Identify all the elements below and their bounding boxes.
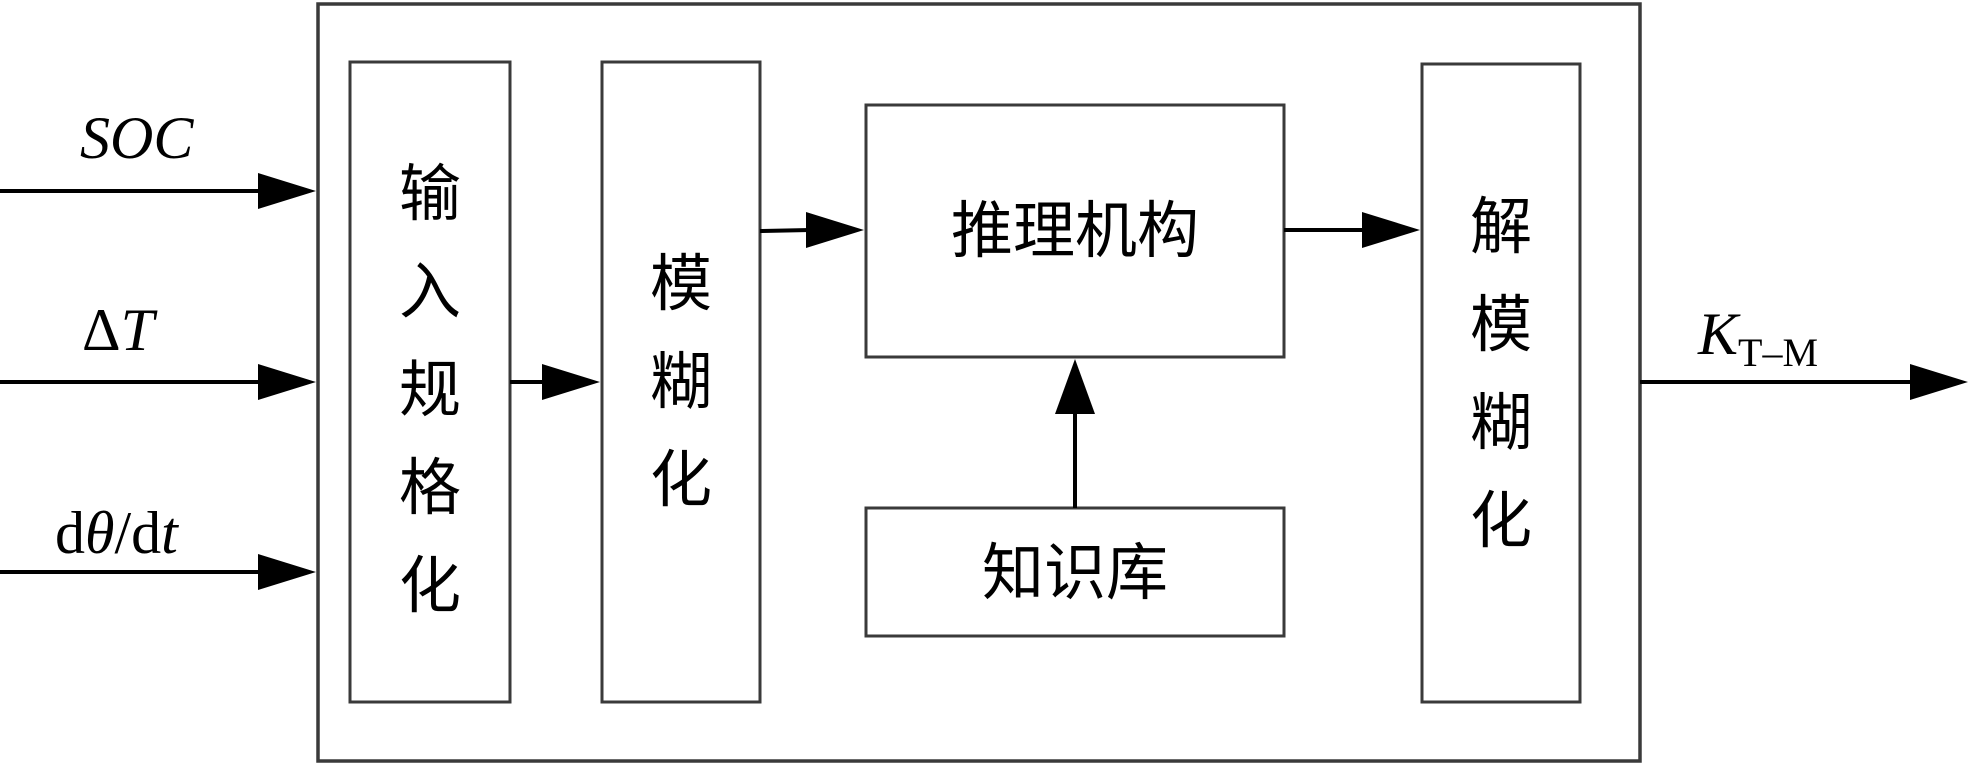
defuzzify-block (1420, 62, 1582, 704)
normalize-label: 输 入 规 格 化 (399, 157, 461, 622)
inference-label: 推理机构 (951, 194, 1199, 267)
svg-text:模: 模 (650, 247, 712, 320)
knowledge-block (864, 506, 1286, 638)
svg-text:化: 化 (399, 549, 461, 622)
svg-text:格: 格 (399, 451, 461, 524)
normalize-block (348, 60, 512, 704)
svg-text:解: 解 (1470, 190, 1532, 263)
knowledge-label: 知识库 (982, 536, 1168, 609)
svg-text:糊: 糊 (1470, 386, 1532, 459)
fuzzify-block (600, 60, 762, 704)
arrow-normalize-to-fuzzify (510, 364, 600, 400)
input-label-soc: SOC (80, 105, 194, 171)
input-arrow-delta-t (0, 364, 316, 400)
svg-text:化: 化 (1470, 484, 1532, 557)
arrow-knowledge-to-inference (1055, 359, 1095, 508)
input-arrow-dtheta-dt (0, 554, 316, 590)
svg-text:规: 规 (399, 353, 461, 426)
output-arrow (1640, 364, 1968, 400)
svg-text:输: 输 (399, 157, 461, 230)
svg-text:入: 入 (399, 255, 461, 328)
arrow-fuzzify-to-inference (759, 212, 864, 248)
inference-block (864, 103, 1286, 359)
fuzzify-label: 模 糊 化 (650, 247, 712, 516)
svg-text:糊: 糊 (650, 345, 712, 418)
svg-text:化: 化 (650, 443, 712, 516)
input-arrow-soc (0, 173, 316, 209)
arrow-inference-to-defuzzify (1284, 212, 1420, 248)
input-label-delta-t: ΔT (82, 297, 158, 363)
defuzzify-label: 解 模 糊 化 (1470, 190, 1532, 557)
output-label: KT–M (1697, 301, 1818, 375)
input-label-dtheta-dt: dθ/dt (55, 500, 179, 566)
svg-text:模: 模 (1470, 288, 1532, 361)
